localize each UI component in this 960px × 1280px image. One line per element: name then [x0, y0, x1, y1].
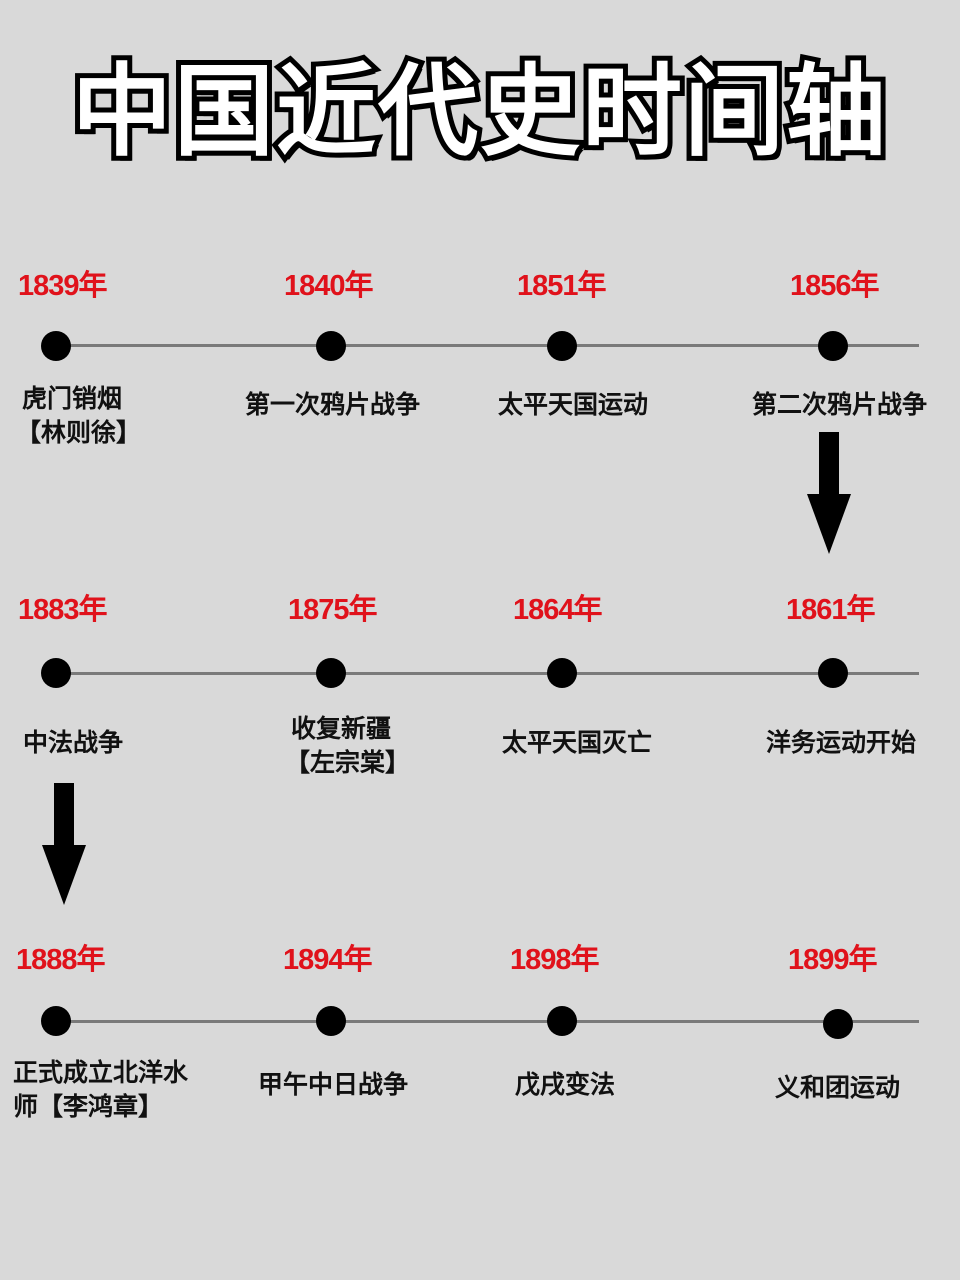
event-year: 1898年: [510, 944, 600, 976]
event-year: 1875年: [288, 594, 378, 626]
event-year: 1883年: [18, 594, 108, 626]
event-label: 第一次鸦片战争: [245, 390, 421, 419]
arrow-down-icon: [807, 432, 851, 554]
timeline-dot: [818, 658, 848, 688]
page-title: 中国近代史时间轴: [67, 48, 891, 175]
event-year: 1861年: [786, 594, 876, 626]
timeline-line: [56, 1020, 919, 1023]
timeline-dot: [316, 1006, 346, 1036]
timeline-dot: [547, 1006, 577, 1036]
event-year: 1851年: [517, 270, 607, 302]
event-label: 洋务运动开始: [766, 728, 917, 757]
event-year: 1899年: [788, 944, 878, 976]
event-year: 1840年: [284, 270, 374, 302]
timeline-dot: [316, 331, 346, 361]
timeline-dot: [547, 331, 577, 361]
arrow-down-icon: [42, 783, 86, 905]
timeline-dot: [818, 331, 848, 361]
event-label: 义和团运动: [775, 1073, 901, 1102]
event-label: 戊戌变法: [515, 1070, 616, 1099]
event-label: 中法战争: [23, 728, 124, 757]
event-label: 第二次鸦片战争: [752, 390, 928, 419]
timeline-dot: [41, 331, 71, 361]
timeline-dot: [823, 1009, 853, 1039]
timeline-dot: [316, 658, 346, 688]
timeline-line: [56, 344, 919, 347]
event-label: 收复新疆 【左宗棠】: [285, 714, 411, 777]
event-year: 1839年: [18, 270, 108, 302]
timeline-dot: [41, 1006, 71, 1036]
event-label: 太平天国灭亡: [502, 728, 653, 757]
timeline-dot: [547, 658, 577, 688]
timeline-line: [56, 672, 919, 675]
event-label: 太平天国运动: [498, 390, 649, 419]
event-label: 正式成立北洋水 师【李鸿章】: [13, 1058, 189, 1121]
timeline-dot: [41, 658, 71, 688]
event-year: 1894年: [283, 944, 373, 976]
event-label: 虎门销烟 【林则徐】: [16, 384, 142, 447]
event-year: 1888年: [16, 944, 106, 976]
event-year: 1856年: [790, 270, 880, 302]
event-label: 甲午中日战争: [258, 1070, 409, 1099]
event-year: 1864年: [513, 594, 603, 626]
